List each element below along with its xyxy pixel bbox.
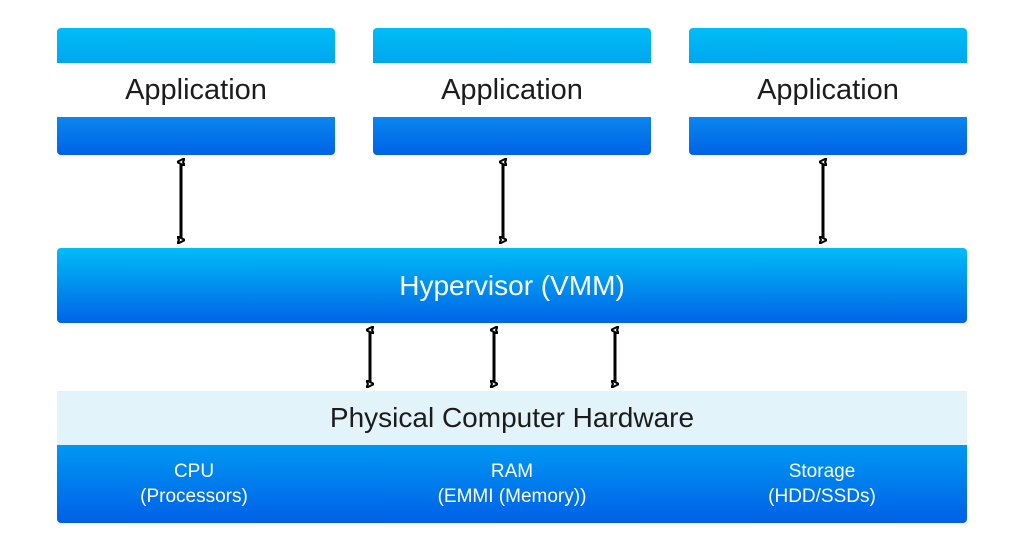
hardware-component-cpu: CPU (Processors) — [74, 459, 314, 509]
component-name: CPU — [173, 461, 215, 482]
application-header-bar — [57, 28, 335, 63]
hardware-title-band: Physical Computer Hardware — [57, 391, 967, 445]
hardware-title: Physical Computer Hardware — [329, 402, 695, 433]
application-header-bar — [373, 28, 651, 63]
component-detail: (EMMI (Memory)) — [437, 486, 587, 507]
application-box-1: Application — [57, 28, 335, 155]
application-footer-bar — [57, 117, 335, 155]
hypervisor-label: Hypervisor (VMM) — [399, 269, 625, 301]
component-detail: (HDD/SSDs) — [768, 486, 876, 507]
component-name: RAM — [490, 461, 534, 482]
application-footer-bar — [689, 117, 967, 155]
app-to-hypervisor-arrows — [181, 162, 823, 240]
application-label: Application — [57, 63, 335, 117]
hypervisor-layer: Hypervisor (VMM) — [57, 248, 967, 323]
hardware-component-storage: Storage (HDD/SSDs) — [702, 459, 942, 509]
application-box-3: Application — [689, 28, 967, 155]
application-box-2: Application — [373, 28, 651, 155]
application-header-bar — [689, 28, 967, 63]
hardware-component-ram: RAM (EMMI (Memory)) — [392, 459, 632, 509]
component-name: Storage — [788, 461, 856, 482]
application-label: Application — [373, 63, 651, 117]
application-label: Application — [689, 63, 967, 117]
application-footer-bar — [373, 117, 651, 155]
hypervisor-to-hardware-arrows — [370, 330, 615, 384]
hardware-components-band: CPU (Processors) RAM (EMMI (Memory)) Sto… — [57, 445, 967, 523]
component-detail: (Processors) — [140, 486, 248, 507]
